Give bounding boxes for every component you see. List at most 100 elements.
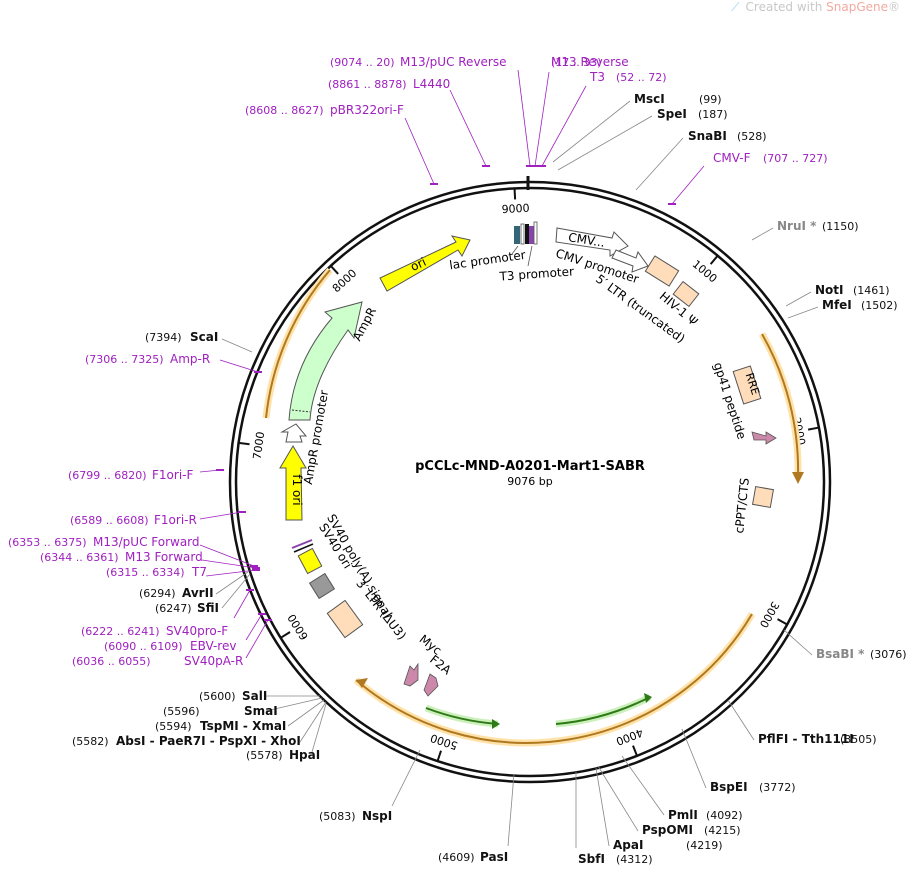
tick-label: 9000	[501, 202, 530, 216]
primer-label[interactable]: pBR322ori-F	[330, 103, 404, 117]
enzyme-leader	[507, 773, 515, 847]
enzyme-label[interactable]: SfiI	[197, 601, 219, 615]
ori-arrow[interactable]	[379, 235, 471, 292]
primer-label[interactable]: F1ori-F	[152, 468, 193, 482]
enzyme-label[interactable]: SpeI	[657, 107, 687, 121]
primer-leader	[671, 165, 705, 205]
primer-label[interactable]: M13 Forward	[125, 550, 203, 564]
primer-range: (6353 .. 6375)	[8, 536, 87, 549]
primer-range: (6799 .. 6820)	[68, 469, 147, 482]
enzyme-label[interactable]: SbfI	[578, 852, 605, 866]
lac-operator-box[interactable]	[520, 223, 525, 245]
gene-arc-orange-bottom[interactable]	[353, 612, 756, 747]
primer-label[interactable]: L4440	[413, 77, 450, 91]
gp41-peptide-arrow[interactable]	[751, 431, 777, 445]
f2a-box[interactable]	[423, 673, 439, 697]
primer-leader	[404, 117, 435, 185]
gene-arc-green-2[interactable]	[555, 693, 652, 728]
tick-label: 6000	[285, 612, 311, 643]
ltr5-box[interactable]	[644, 255, 680, 287]
primer-leader	[199, 511, 243, 520]
enzyme-label[interactable]: NotI	[815, 283, 844, 297]
primer-leader	[201, 559, 257, 569]
sv40-mark-2	[293, 543, 314, 553]
primer-label[interactable]: T7	[191, 565, 207, 579]
primer-range: (52 .. 72)	[616, 71, 667, 84]
t3-promoter-box[interactable]	[529, 226, 534, 244]
ampr-promoter-overlap	[291, 409, 311, 413]
labels-layer: MscI(99)SpeI(187)SnaBI(528)NruI *(1150)N…	[8, 55, 907, 866]
enzyme-position: (5596)	[163, 705, 200, 718]
myc-tag[interactable]	[403, 662, 419, 687]
enzyme-label[interactable]: ScaI	[190, 330, 218, 344]
enzyme-label[interactable]: NruI *	[777, 219, 817, 233]
primer-leader	[245, 619, 269, 659]
primer-label[interactable]: EBV-rev	[190, 639, 236, 653]
ltr3-box[interactable]	[326, 599, 364, 639]
primer-label[interactable]: Amp-R	[170, 352, 210, 366]
ampr-promoter-arrow[interactable]	[280, 423, 308, 443]
backbone-inner	[234, 186, 826, 778]
primer-label[interactable]: M13/pUC Reverse	[400, 55, 507, 69]
primer-range: (8861 .. 8878)	[328, 78, 407, 91]
enzyme-label[interactable]: PasI	[480, 850, 508, 864]
enzyme-position: (99)	[699, 93, 722, 106]
leader-lines	[199, 69, 819, 848]
enzyme-label[interactable]: HpaI	[289, 748, 320, 762]
enzyme-label[interactable]: BspEI	[710, 780, 748, 794]
enzyme-label[interactable]: SnaBI	[688, 129, 727, 143]
primer-label[interactable]: CMV-F	[713, 151, 751, 165]
ampr-arrow[interactable]	[288, 301, 363, 421]
enzyme-label[interactable]: NspI	[362, 809, 392, 823]
primer-label[interactable]: SV40pA-R	[184, 654, 243, 668]
backbone-outer	[228, 180, 832, 784]
primer-label[interactable]: F1ori-R	[154, 513, 197, 527]
enzyme-position: (4219)	[686, 839, 723, 852]
enzyme-label[interactable]: PflFI - Tth111I	[758, 732, 854, 746]
sv40-polya-box[interactable]	[308, 572, 336, 600]
t3-promoter-leader	[527, 245, 533, 267]
enzyme-label[interactable]: BsaBI *	[816, 647, 865, 661]
enzyme-leader	[681, 728, 707, 789]
f1-ori-arrow[interactable]	[279, 445, 307, 521]
mcs-box[interactable]	[533, 221, 538, 245]
primer-label[interactable]: M13/pUC Forward	[93, 535, 200, 549]
primer-label[interactable]: SV40pro-F	[166, 624, 228, 638]
enzyme-label[interactable]: AvrII	[182, 586, 214, 600]
enzyme-label[interactable]: MfeI	[822, 298, 852, 312]
enzyme-label[interactable]: SmaI	[244, 704, 278, 718]
enzyme-leader	[265, 697, 323, 712]
enzyme-position: (5578)	[246, 749, 283, 762]
sv40-ori-box[interactable]	[297, 547, 323, 575]
enzyme-leader	[215, 571, 249, 595]
hiv-psi-box[interactable]	[672, 280, 700, 308]
gene-arc-orange-right[interactable]	[758, 332, 804, 484]
cap-site-box[interactable]	[525, 224, 529, 244]
sv40-promoter-mark	[291, 539, 313, 549]
lac-promoter-box[interactable]	[514, 226, 520, 244]
primer-range: (9074 .. 20)	[330, 56, 395, 69]
enzyme-position: (7394)	[145, 331, 182, 344]
primer-label[interactable]: M13 Reverse	[551, 55, 629, 69]
enzyme-label[interactable]: SalI	[242, 689, 267, 703]
primer-leader	[199, 544, 255, 567]
primer-label[interactable]: T3	[589, 70, 605, 84]
tick-mark	[329, 265, 339, 275]
enzyme-label[interactable]: TspMI - XmaI	[200, 719, 286, 733]
ori-label: ori	[408, 255, 428, 274]
rre-box[interactable]	[732, 365, 762, 405]
enzyme-leader	[595, 767, 610, 847]
primer-leader	[534, 71, 550, 167]
cppt-cts-box[interactable]	[751, 485, 775, 509]
enzyme-label[interactable]: PspOMI	[642, 823, 693, 837]
enzyme-label[interactable]: MscI	[634, 92, 665, 106]
cmv-promoter-arrow[interactable]	[611, 249, 649, 273]
enzyme-label[interactable]: ApaI	[613, 838, 643, 852]
ltr3-label: 3′ LTR (ΔU3)	[353, 577, 409, 643]
gene-arc-orange-top[interactable]	[262, 267, 333, 419]
primer-range: (6222 .. 6241)	[81, 625, 160, 638]
gene-arc-green-1[interactable]	[424, 704, 500, 729]
enzyme-label[interactable]: PmlI	[668, 808, 698, 822]
enzyme-label[interactable]: AbsI - PaeR7I - PspXI - XhoI	[116, 734, 301, 748]
